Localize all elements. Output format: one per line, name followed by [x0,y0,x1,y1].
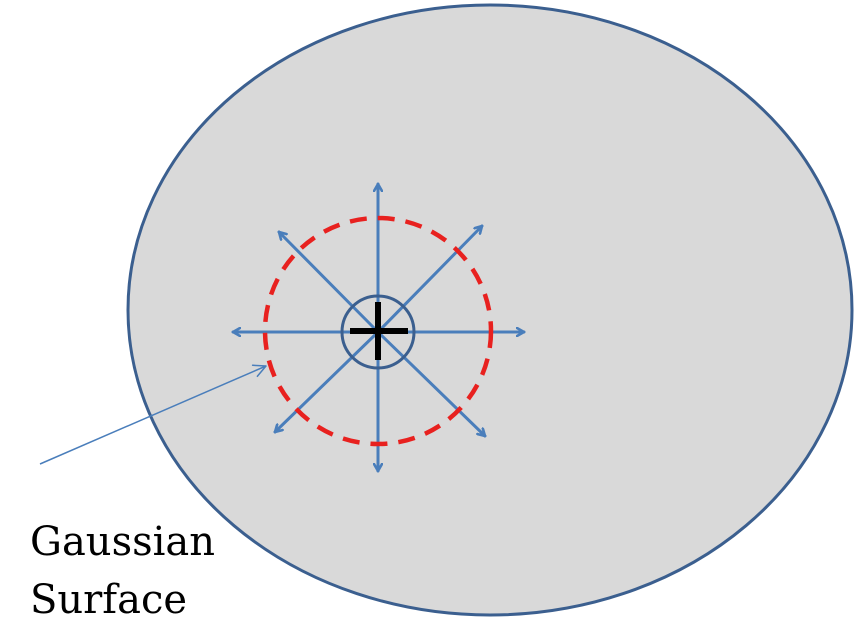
plus-sign-icon [350,302,408,360]
label-pointer-arrow [39,364,267,465]
field-arrow-down-right [376,330,487,438]
label-surface: Surface [30,577,188,623]
field-arrow-up-right [376,224,484,334]
field-arrow-up-left [277,230,380,334]
charge-circle [340,294,416,370]
label-gaussian: Gaussian [30,519,216,565]
field-arrow-down-left [273,330,380,434]
gaussian-surface [262,215,494,447]
